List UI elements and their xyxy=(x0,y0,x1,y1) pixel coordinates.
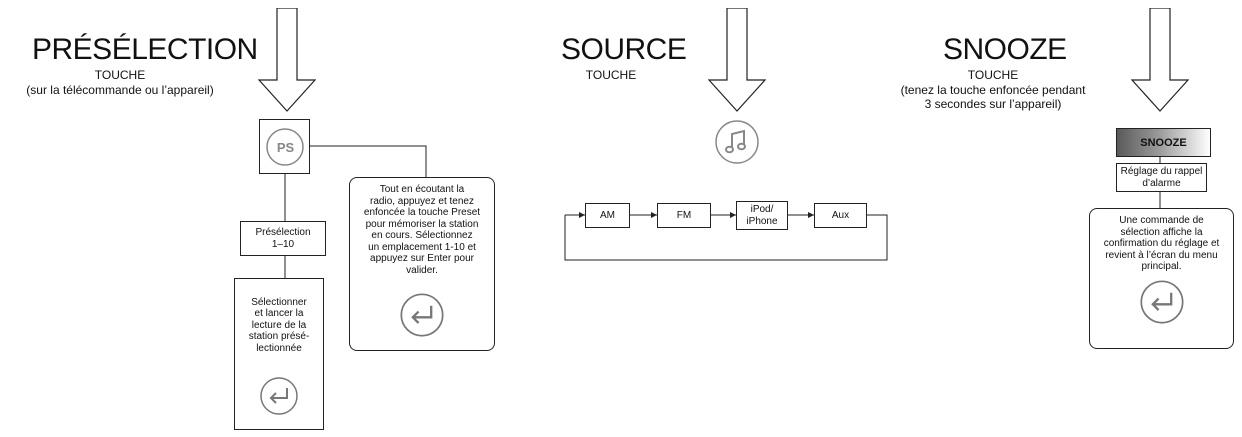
hold-preset-text: Tout en écoutant la radio, appuyez et te… xyxy=(363,184,481,276)
hold-preset-box: Tout en écoutant la radio, appuyez et te… xyxy=(349,177,495,351)
down-arrow-icon xyxy=(258,8,316,112)
source-title: SOURCE xyxy=(561,33,687,66)
source-option-fm[interactable]: FM xyxy=(657,203,711,228)
enter-icon xyxy=(1139,279,1184,324)
down-arrow-icon xyxy=(1131,8,1189,112)
enter-icon xyxy=(260,377,298,415)
music-note-icon[interactable] xyxy=(714,119,760,165)
preselection-note: (sur la télécommande ou l’appareil) xyxy=(26,83,214,97)
source-subtitle: TOUCHE xyxy=(585,68,637,82)
snooze-confirm-box: Une commande de sélection affiche la con… xyxy=(1089,208,1234,349)
down-arrow-icon xyxy=(708,8,766,112)
snooze-title: SNOOZE xyxy=(943,33,1067,66)
snooze-setting-box: Réglage du rappel d’alarme xyxy=(1116,163,1207,192)
source-option-am[interactable]: AM xyxy=(585,203,630,228)
snooze-button[interactable]: SNOOZE xyxy=(1116,128,1211,157)
source-option-aux[interactable]: Aux xyxy=(814,203,867,228)
preset-button-label: PS xyxy=(276,139,295,155)
snooze-subtitle: TOUCHE xyxy=(967,68,1019,82)
snooze-note: (tenez la touche enfoncée pendant 3 seco… xyxy=(900,83,1086,111)
preset-button[interactable]: PS xyxy=(259,119,310,174)
ps-circle-icon xyxy=(265,127,304,166)
select-preset-text: Sélectionner et lancer la lecture de la … xyxy=(248,296,310,354)
source-option-ipod[interactable]: iPod/ iPhone xyxy=(736,201,788,230)
preset-range-box: Présélection 1–10 xyxy=(240,221,326,256)
preselection-title: PRÉSÉLECTION xyxy=(32,33,258,66)
snooze-confirm-text: Une commande de sélection affiche la con… xyxy=(1103,215,1220,272)
select-preset-box: Sélectionner et lancer la lecture de la … xyxy=(234,278,324,430)
preselection-subtitle: TOUCHE xyxy=(94,68,146,82)
enter-icon xyxy=(400,293,444,337)
